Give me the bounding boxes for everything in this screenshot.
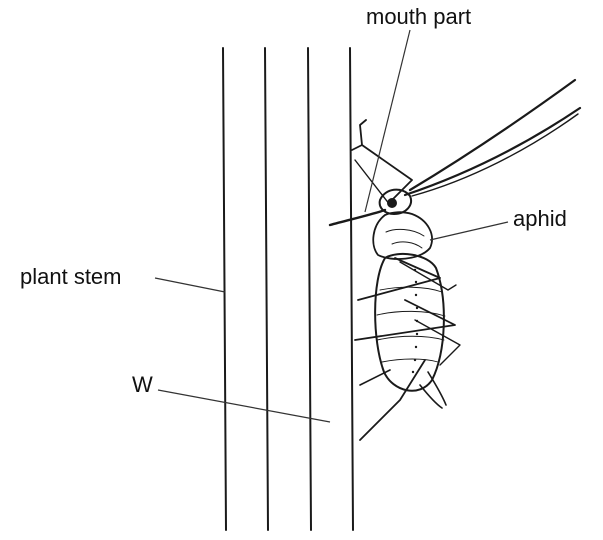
aphid-leg-hind [359,359,426,441]
stem-line-4 [349,47,354,531]
label-plant-stem: plant stem [20,264,122,289]
aphid-antenna-upper [408,78,577,192]
leader-aphid [429,221,509,241]
aphid-cornicle [419,371,447,409]
aphid-thorax-detail [385,228,425,249]
aphid-drawing [328,78,582,441]
stem-line-3 [307,47,312,531]
aphid-antenna-inner [411,113,579,197]
label-aphid: aphid [513,206,567,231]
aphid-abdomen-segments [376,286,446,363]
aphid-leg-middle-near [357,257,441,301]
aphid-leg-rear-near [354,299,456,341]
aphid-stylet [328,208,387,227]
aphid-leg-rear-far [414,319,461,366]
stem-line-1 [222,47,227,531]
aphid-front-leg [351,119,413,201]
stem-line-2 [264,47,269,531]
aphid-leg-middle-far [399,261,457,291]
label-mouth-part: mouth part [366,4,471,29]
leader-plant-stem [154,277,226,293]
leader-lines [154,29,509,423]
label-w: W [132,372,153,397]
aphid-eye [387,198,397,208]
aphid-antenna-lower [403,106,582,197]
leader-w [157,389,331,423]
plant-stem [222,47,354,531]
aphid-leg-hind-2 [359,369,391,386]
leader-mouth-part [364,29,411,213]
aphid-thorax [372,211,433,260]
